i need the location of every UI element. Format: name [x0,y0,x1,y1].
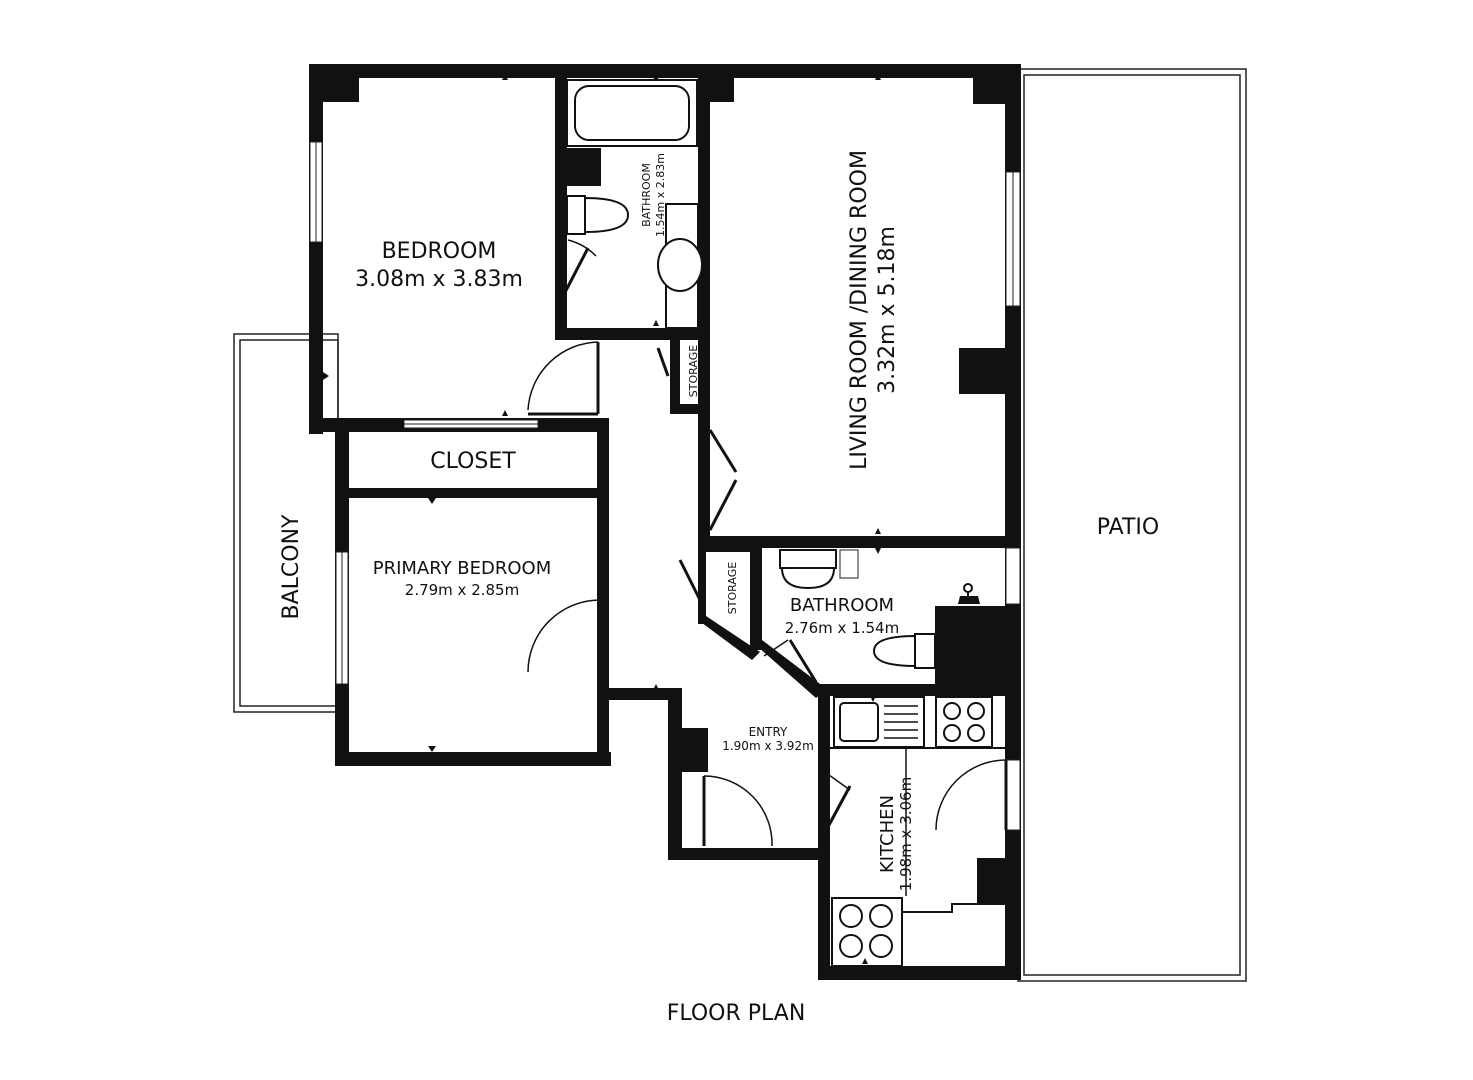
kitchen-name: KITCHEN [877,795,898,873]
sink-top [657,203,703,329]
toilet-mid [779,549,859,590]
room-primary-bedroom: PRIMARY BEDROOM 2.79m x 2.85m [373,558,552,599]
doors [527,239,1008,847]
bathroom-top-name: BATHROOM [640,163,653,227]
kitchen-sink [833,696,925,748]
kitchen-size: 1.98m x 3.06m [897,777,915,891]
living-size: 3.32m x 5.18m [875,226,900,394]
entry-size: 1.90m x 3.92m [722,739,814,753]
primary-bedroom-size: 2.79m x 2.85m [405,581,519,599]
door-ticks [323,74,881,964]
stove-bottom [831,897,903,967]
bathtub [566,79,698,147]
room-storage-top: STORAGE [687,345,700,397]
room-storage-mid: STORAGE [726,562,739,614]
faucet-icon [958,583,980,604]
room-bathroom-top: BATHROOM 1.54m x 2.83m [640,153,667,237]
closet-name: CLOSET [430,449,516,474]
storage-top-name: STORAGE [687,345,700,397]
windows [309,141,1021,831]
bedroom-size: 3.08m x 3.83m [355,267,523,292]
kitchen-counter-bottom [901,903,1005,966]
toilet-right [872,633,936,669]
toilet-top [566,195,630,235]
room-kitchen: KITCHEN 1.98m x 3.06m [877,777,915,891]
plan-title: FLOOR PLAN [667,1001,806,1026]
bathroom-top-size: 1.54m x 2.83m [654,153,667,237]
bathroom-mid-size: 2.76m x 1.54m [785,619,899,637]
room-living: LIVING ROOM /DINING ROOM 3.32m x 5.18m [847,150,900,470]
patio-name: PATIO [1097,515,1159,540]
bathroom-mid-name: BATHROOM [790,595,894,616]
entry-name: ENTRY [749,725,788,739]
storage-mid-name: STORAGE [726,562,739,614]
bedroom-name: BEDROOM [382,239,497,264]
room-bathroom-mid: BATHROOM 2.76m x 1.54m [785,595,899,637]
room-balcony: BALCONY [279,514,304,620]
primary-bedroom-name: PRIMARY BEDROOM [373,558,552,579]
room-entry: ENTRY 1.90m x 3.92m [722,725,814,753]
living-name: LIVING ROOM /DINING ROOM [847,150,872,470]
balcony-name: BALCONY [279,514,304,620]
stove-top [935,696,993,748]
room-bedroom: BEDROOM 3.08m x 3.83m [355,239,523,292]
